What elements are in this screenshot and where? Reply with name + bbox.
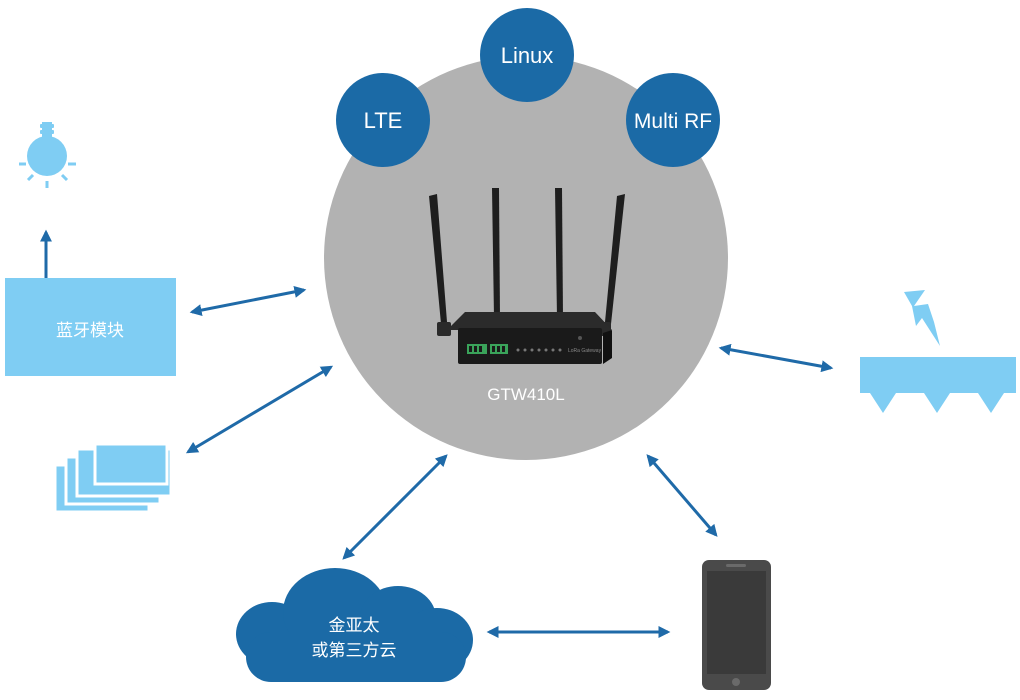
badge-linux-label: Linux	[501, 43, 554, 68]
cloud-label-line1: 金亚太	[329, 616, 380, 635]
cloud-icon: 金亚太 或第三方云	[236, 568, 473, 682]
badge-multi-rf: Multi RF	[626, 73, 720, 167]
phone-icon	[702, 560, 771, 690]
arrow-hub-bluetooth	[189, 285, 307, 317]
arrow-hub-phone	[646, 454, 718, 537]
badge-lte: LTE	[336, 73, 430, 167]
badge-linux: Linux	[480, 8, 574, 102]
device-label: GTW410L	[487, 385, 564, 404]
arrow-hub-cloud	[342, 454, 448, 560]
router-icon: LoRa Gateway	[429, 188, 625, 364]
badge-lte-label: LTE	[364, 108, 403, 133]
router-brand-text: LoRa Gateway	[568, 348, 602, 354]
bluetooth-module-label: 蓝牙模块	[56, 321, 124, 340]
hub-circle	[324, 56, 728, 460]
stacked-cards-icon	[53, 442, 173, 514]
arrow-hub-sensor	[718, 343, 834, 373]
arrow-hub-cards	[185, 365, 334, 454]
bluetooth-module-box: 蓝牙模块	[5, 278, 176, 376]
sensor-bar-icon	[860, 290, 1016, 413]
cloud-label-line2: 或第三方云	[312, 641, 397, 660]
light-bulb-icon	[19, 122, 76, 188]
badge-multi-rf-label: Multi RF	[634, 110, 712, 133]
